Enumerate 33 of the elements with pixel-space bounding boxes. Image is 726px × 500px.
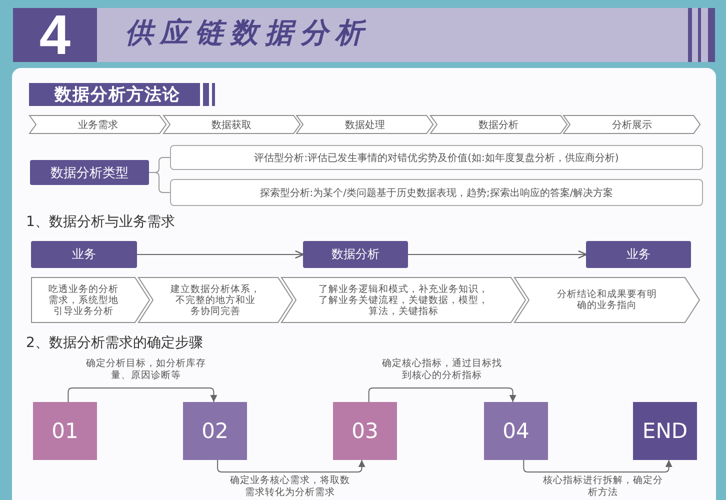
chevron-step: 数据分析 bbox=[430, 115, 568, 134]
step-box: END bbox=[633, 402, 697, 460]
edge-label: 核心指标进行拆解，确定分析方法 bbox=[542, 475, 664, 498]
edge-label: 确定分析目标，如分析库存量、原因诊断等 bbox=[85, 358, 207, 381]
process-box: 数据分析 bbox=[303, 241, 408, 268]
chevron-step: 分析展示 bbox=[563, 115, 701, 134]
arrow bbox=[368, 388, 516, 402]
chevron-step: 了解业务逻辑和模式，补充业务知识，了解业务关键流程，关键数据，模型，算法，关键指标 bbox=[281, 277, 526, 323]
arrow bbox=[68, 388, 218, 402]
heading-bar: 数据分析方法论 bbox=[29, 83, 200, 106]
step-box: 02 bbox=[183, 402, 247, 460]
section-heading: 1、数据分析与业务需求 bbox=[26, 214, 175, 231]
chevron-step: 业务需求 bbox=[29, 115, 167, 134]
edge-label: 确定核心指标，通过目标找到核心的分析指标 bbox=[381, 358, 503, 381]
chevron-step: 吃透业务的分析需求，系统型地引导业务分析 bbox=[31, 277, 150, 323]
chevron-step: 分析结论和成果要有明确的业务指向 bbox=[514, 277, 700, 323]
category-box: 数据分析类型 bbox=[30, 160, 149, 185]
process-box: 业务 bbox=[31, 241, 137, 268]
step-box: 04 bbox=[484, 402, 548, 460]
chevron-step: 数据处理 bbox=[296, 115, 434, 134]
arrow bbox=[408, 250, 588, 259]
description-box: 探索型分析:为某个/类问题基于历史数据表现，趋势;探索出响应的答案/解决方案 bbox=[170, 179, 703, 206]
section-heading: 2、数据分析需求的确定步骤 bbox=[26, 335, 203, 352]
edge-label: 确定业务核心需求，将取数需求转化为分析需求 bbox=[229, 475, 351, 498]
description-box: 评估型分析:评估已发生事情的对错优劣势及价值(如:如年度复盘分析，供应商分析) bbox=[170, 145, 703, 170]
arrow bbox=[136, 250, 304, 259]
number-block: 4 bbox=[13, 8, 97, 62]
process-box: 业务 bbox=[586, 241, 691, 268]
title: 供应链数据分析 bbox=[125, 15, 370, 51]
chevron-step: 建立数据分析体系，不完整的地方和业务协同完善 bbox=[138, 277, 293, 323]
step-box: 03 bbox=[333, 402, 397, 460]
step-box: 01 bbox=[33, 402, 97, 460]
chevron-step: 数据获取 bbox=[162, 115, 300, 134]
